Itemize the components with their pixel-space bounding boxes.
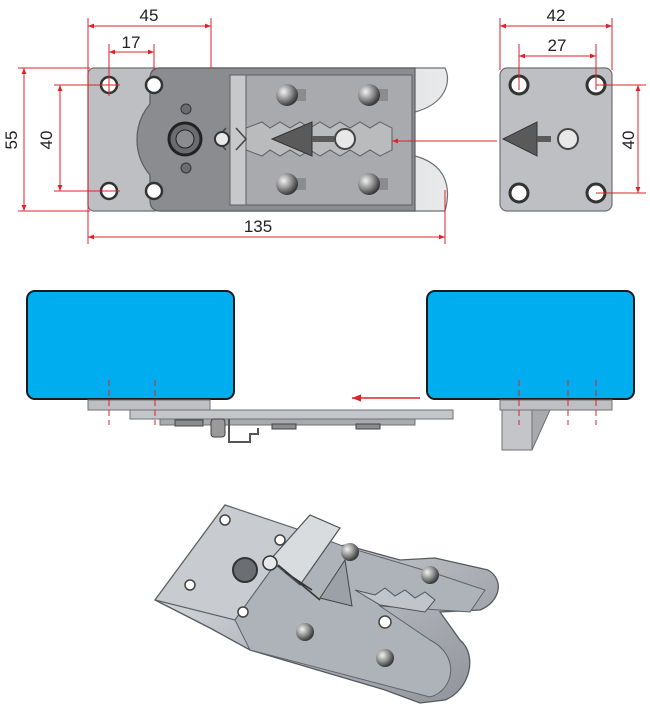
mounting-hole: [144, 75, 164, 95]
photo-spring: [277, 564, 321, 601]
rivet-top: [180, 103, 192, 115]
lever-side-plate: [129, 409, 454, 420]
mounting-hole: [508, 182, 530, 204]
right-dimensions: [499, 18, 646, 194]
knob-bottom-left: [276, 173, 306, 195]
photo-latch-hole: [378, 615, 392, 629]
photo-knob: [376, 649, 394, 667]
side-view: [26, 290, 635, 451]
right-plate: [499, 67, 613, 212]
dim-total-length: 135: [244, 217, 272, 236]
photo-knob: [296, 623, 314, 641]
pin-head: [210, 418, 226, 438]
left-block: [26, 290, 235, 400]
slider-rail: [229, 74, 247, 206]
pin-hole: [214, 131, 230, 147]
latch-pivot-hole: [334, 128, 356, 150]
dim-left-hole-height: 40: [37, 131, 56, 150]
knob-top-right: [358, 84, 388, 106]
dim-left-height: 55: [2, 131, 21, 150]
dim-left-width: 45: [140, 6, 159, 25]
hook: [228, 419, 259, 443]
photo-triangle: [319, 558, 353, 607]
plate-pin-hole: [557, 128, 579, 150]
photo-teeth: [354, 587, 436, 613]
right-plate-plan-view: [499, 67, 613, 212]
slider-cover: [269, 514, 341, 586]
dim-right-hole-height: 40: [619, 131, 638, 150]
mounting-hole: [144, 181, 164, 201]
left-dimensions: [18, 18, 497, 244]
knob-top-left: [276, 84, 306, 106]
right-side-plate: [499, 399, 613, 411]
right-pin: [501, 409, 533, 451]
rivet-bottom: [180, 162, 192, 174]
dim-right-width: 42: [547, 6, 566, 25]
dim-right-hole-spacing: 27: [548, 36, 567, 55]
photo-knob: [421, 566, 439, 584]
left-hinge-plan-view: [87, 67, 449, 212]
left-side-plate: [87, 399, 211, 411]
photo-mounting-hole: [274, 534, 286, 546]
side-view-hole-markers: [108, 380, 597, 425]
dim-left-hole-spacing: 17: [122, 33, 141, 52]
knob-bottom-right: [358, 173, 388, 195]
photo-knob: [341, 543, 359, 561]
right-block: [426, 290, 635, 400]
photo-pivot: [232, 557, 258, 583]
photo-mounting-hole: [237, 606, 249, 618]
hinge-photo: [153, 504, 499, 704]
photo-mounting-hole: [219, 514, 231, 526]
photo-mounting-hole: [184, 579, 196, 591]
arrow-stem: [312, 136, 334, 142]
